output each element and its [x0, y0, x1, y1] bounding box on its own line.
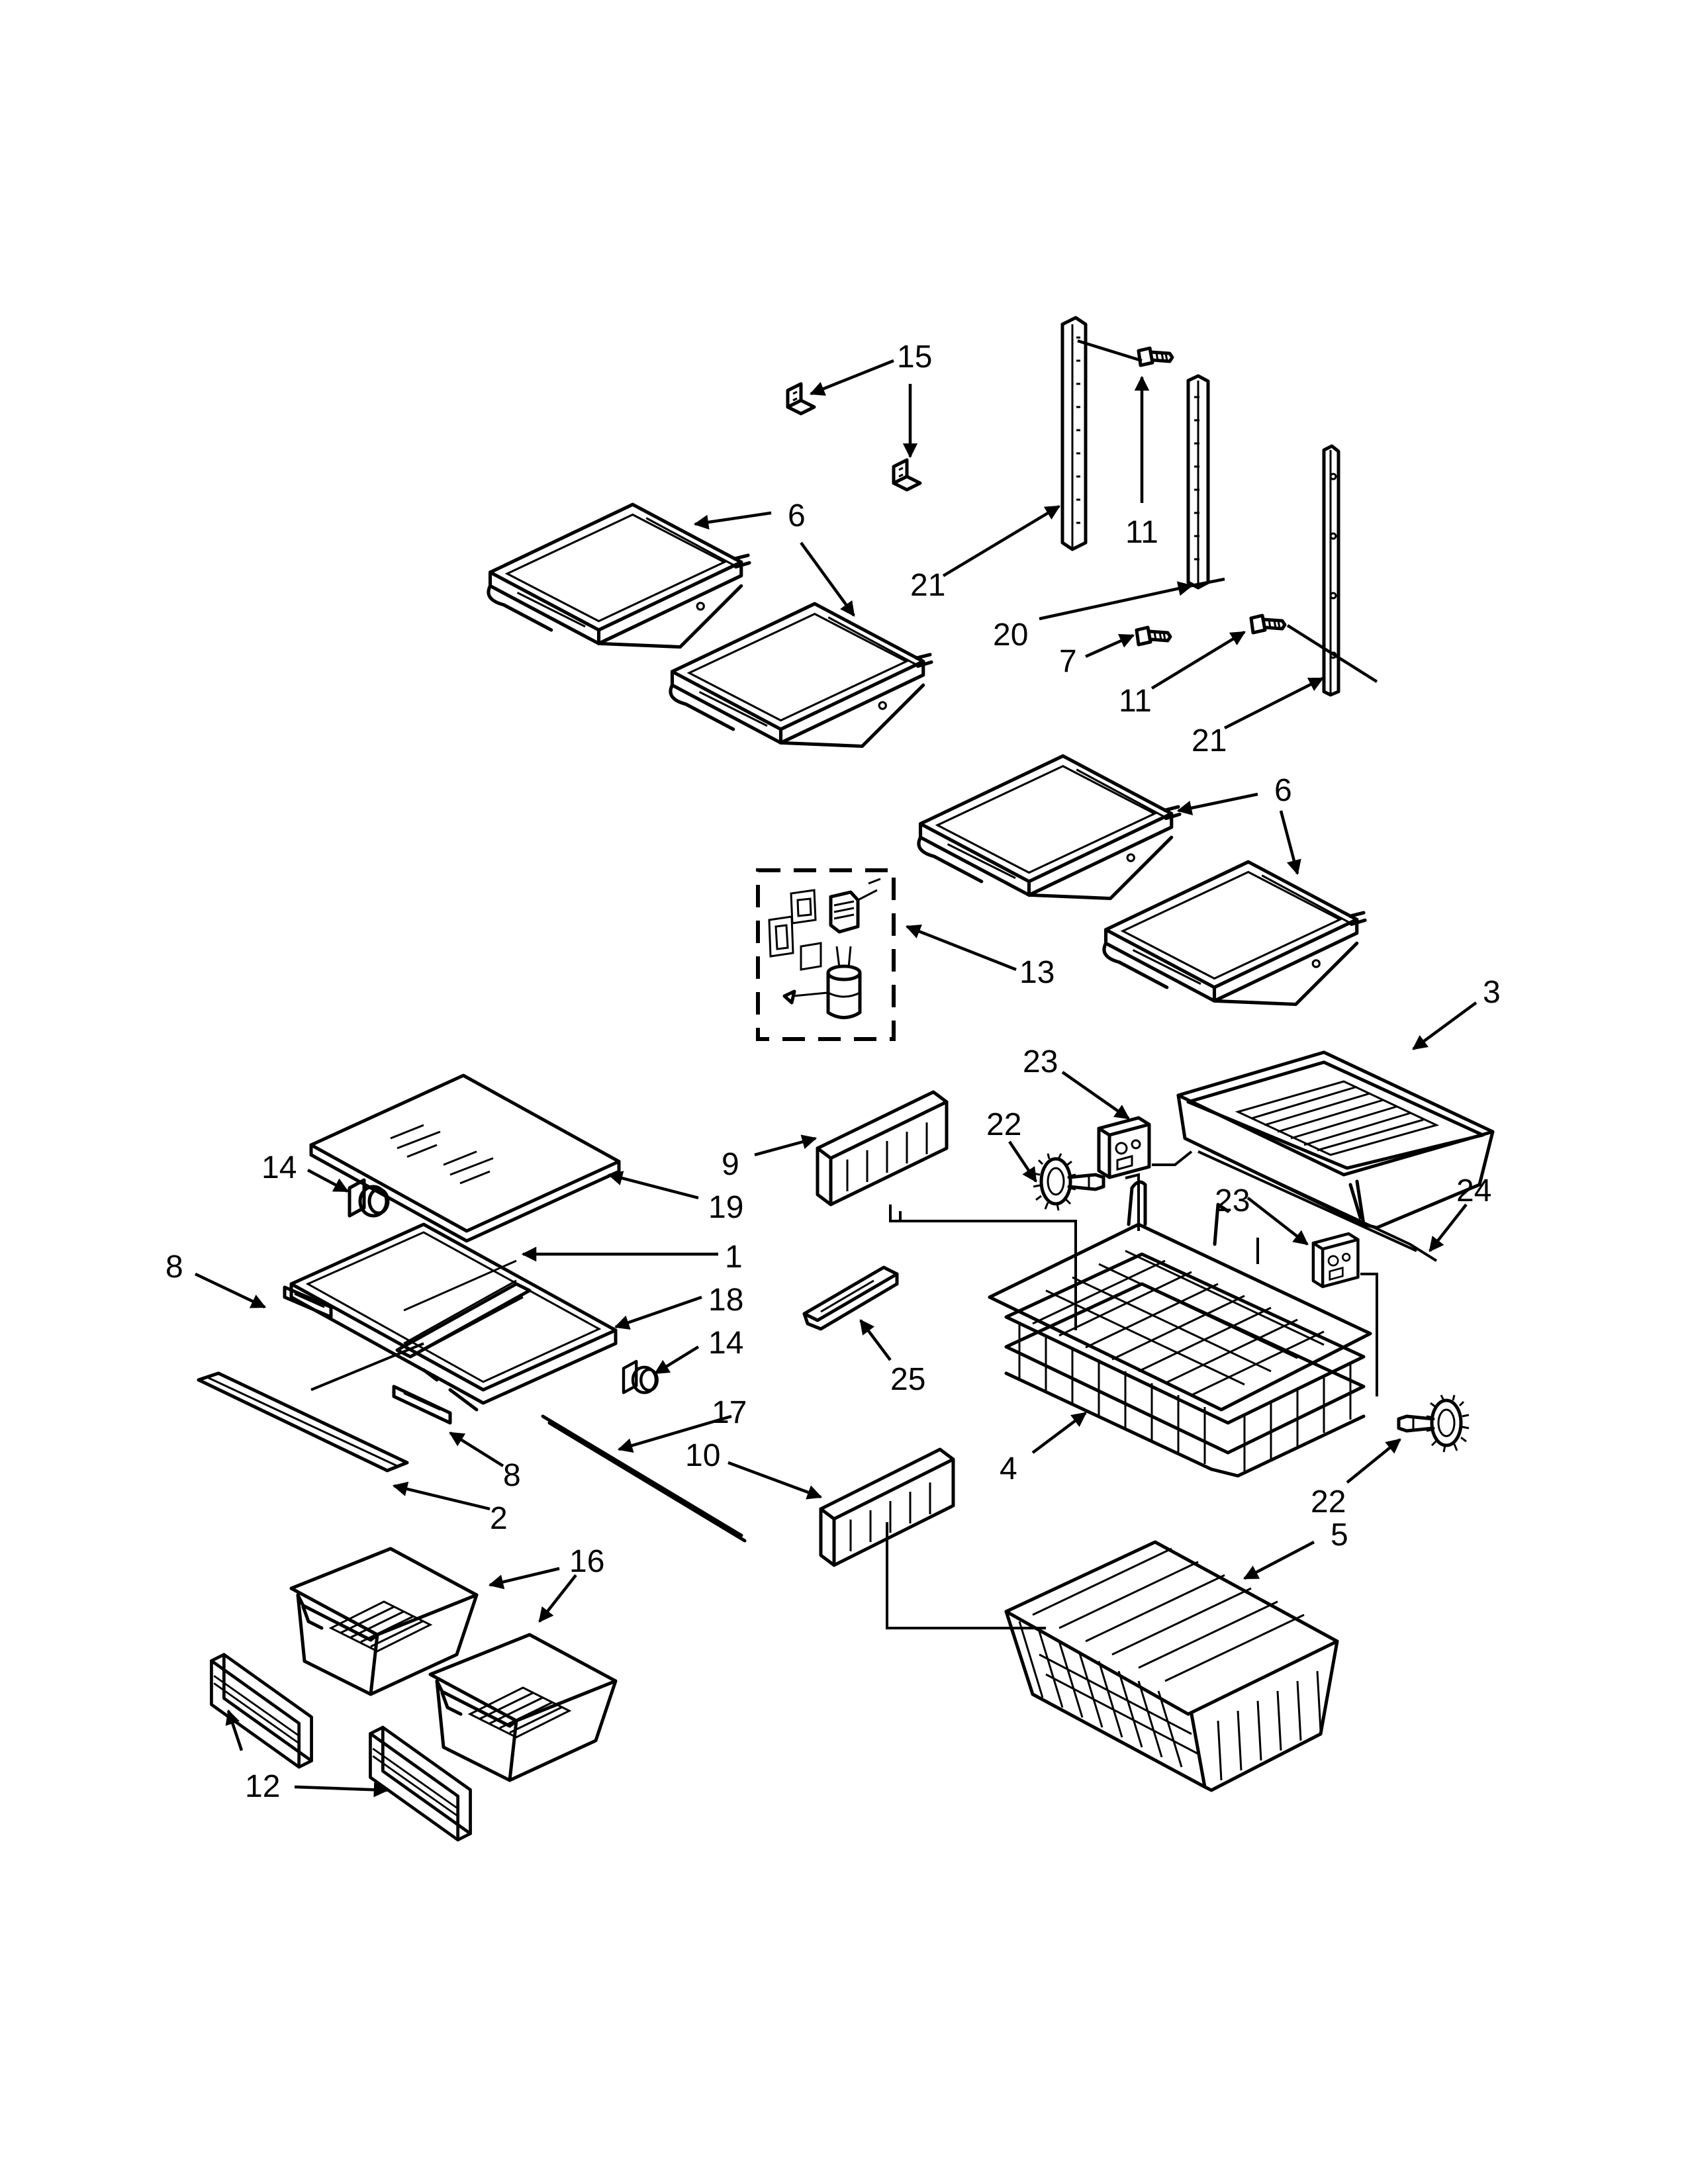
callout-8-right: 8 [503, 1458, 521, 1493]
callout-15: 15 [897, 340, 932, 375]
clip-23-lower [1313, 1234, 1358, 1287]
callout-7: 7 [1059, 644, 1077, 679]
crisper-drawer-16-left [291, 1549, 477, 1694]
callout-18: 18 [708, 1283, 743, 1318]
knob-14-lower [624, 1361, 657, 1392]
callout-24: 24 [1456, 1173, 1491, 1208]
clip-23-upper [1099, 1118, 1149, 1177]
callout-6-upper: 6 [788, 498, 806, 533]
divider-9 [816, 1090, 949, 1206]
divider-25 [802, 1265, 899, 1331]
callout-17: 17 [712, 1395, 747, 1430]
callout-1: 1 [725, 1240, 743, 1275]
callout-3: 3 [1483, 975, 1501, 1010]
callout-10: 10 [685, 1438, 720, 1473]
callout-20: 20 [993, 617, 1028, 653]
handle-12-left [211, 1655, 311, 1767]
handle-12-right [370, 1727, 470, 1840]
leader-arrows [195, 339, 1477, 1797]
callout-8-left: 8 [165, 1250, 183, 1285]
callout-22-upper: 22 [986, 1107, 1021, 1142]
wire-basket-4 [988, 1180, 1372, 1478]
connector-line-18 [310, 1342, 424, 1391]
callout-5: 5 [1331, 1518, 1348, 1553]
callout-4: 4 [1000, 1451, 1017, 1486]
shelf-6-middle-right [1104, 862, 1365, 1004]
callout-21-left: 21 [910, 568, 945, 603]
callout-11-top: 11 [1125, 515, 1158, 550]
wire-basket-5 [1004, 1540, 1339, 1792]
callout-25: 25 [890, 1362, 925, 1397]
callout-13: 13 [1019, 955, 1055, 990]
callout-23-upper: 23 [1023, 1044, 1058, 1079]
connector-lines [886, 1150, 1438, 1629]
callout-16: 16 [569, 1544, 604, 1579]
rail-21-left [1060, 316, 1088, 551]
shelf-6-upper-right [671, 604, 931, 746]
bracket-15-top [788, 384, 814, 414]
divider-10 [819, 1447, 955, 1567]
rail-20 [1186, 374, 1210, 590]
screw-11-top [1139, 348, 1172, 365]
callout-2: 2 [490, 1501, 508, 1536]
callout-14-upper: 14 [261, 1150, 297, 1185]
callout-14-lower: 14 [708, 1326, 743, 1361]
callout-19: 19 [708, 1190, 743, 1225]
callout-21-right: 21 [1192, 723, 1227, 758]
callout-23-lower: 23 [1215, 1183, 1250, 1218]
callout-11-lower: 11 [1119, 684, 1152, 719]
glass-shelf-19 [309, 1073, 621, 1243]
callout-labels: 15 6 11 21 20 7 11 21 6 13 3 23 22 9 14 … [165, 340, 1501, 1804]
screw-11-lower [1251, 615, 1285, 633]
callout-12: 12 [245, 1769, 280, 1804]
bracket-15-bottom [894, 460, 920, 490]
trim-2 [197, 1371, 409, 1473]
gear-22-lower [1399, 1395, 1469, 1452]
shelf-frame-18 [289, 1222, 618, 1412]
shelf-6-upper-left [489, 504, 749, 647]
filter-kit-13 [756, 868, 896, 1041]
gear-22-upper [1033, 1154, 1103, 1210]
callout-6-middle: 6 [1274, 773, 1292, 808]
rod-17 [541, 1414, 747, 1543]
crisper-drawer-16-right [430, 1635, 616, 1780]
screw-7 [1137, 627, 1170, 645]
callout-22-lower: 22 [1311, 1484, 1346, 1520]
shelf-6-middle-left [919, 756, 1180, 898]
slide-8-right [392, 1385, 452, 1425]
slide-8-left [283, 1285, 333, 1319]
callout-9: 9 [722, 1147, 739, 1182]
